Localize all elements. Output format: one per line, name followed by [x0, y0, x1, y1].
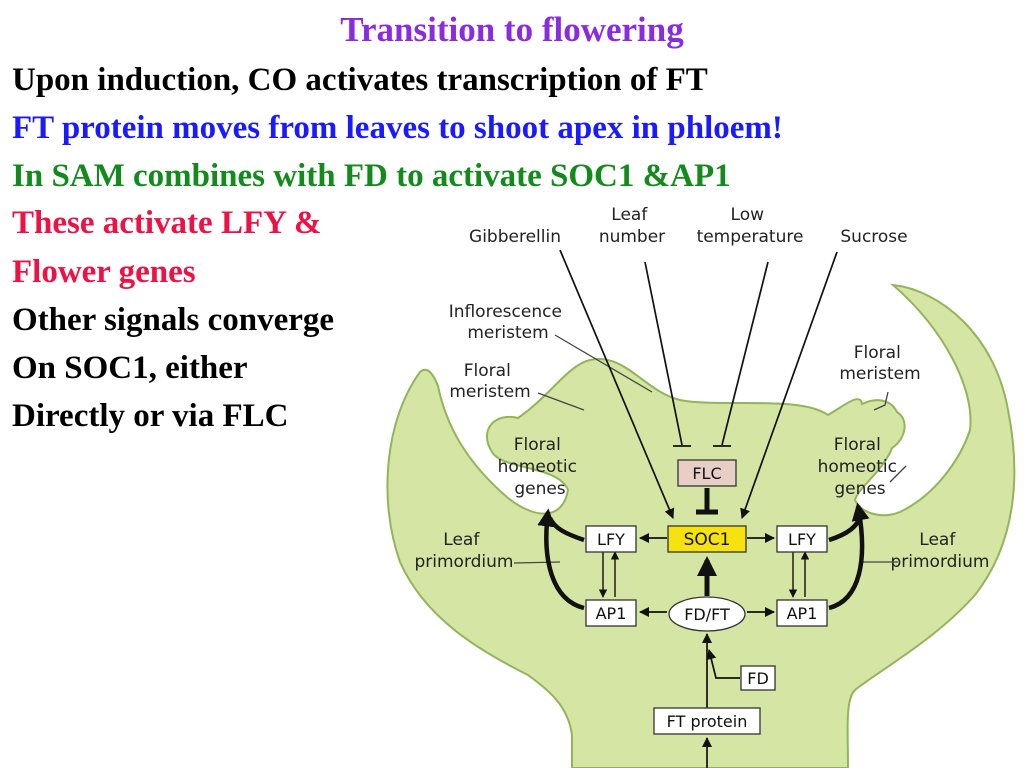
- box-fd: FD: [740, 665, 776, 691]
- text-line-3: In SAM combines with FD to activate SOC1…: [12, 158, 731, 194]
- signal-low-temperature: Low temperature: [697, 205, 804, 247]
- svg-text:LFY: LFY: [788, 530, 816, 549]
- label-leaf-primordium-left: Leaf primordium: [414, 530, 513, 572]
- svg-text:FT protein: FT protein: [667, 712, 748, 731]
- text-line-1: Upon induction, CO activates transcripti…: [12, 62, 708, 98]
- label-floral-homeotic-right: Floral homeotic genes: [818, 435, 903, 499]
- signal-gibberellin: Gibberellin: [469, 227, 561, 247]
- label-floral-homeotic-left: Floral homeotic genes: [498, 435, 583, 499]
- signal-sucrose: Sucrose: [840, 227, 907, 247]
- leader-lines: [513, 334, 907, 564]
- text-line-8: Directly or via FLC: [12, 398, 289, 434]
- box-lfy-right: LFY: [776, 525, 828, 553]
- box-ft-protein: FT protein: [653, 707, 761, 735]
- box-ap1-right: AP1: [776, 599, 828, 627]
- signal-arrows: [559, 249, 838, 519]
- flc-inhibits-soc1: [696, 488, 718, 515]
- text-line-5: Flower genes: [12, 254, 196, 290]
- gibberellin-arrow: [559, 249, 675, 519]
- ellipse-fd-ft: FD/FT: [668, 596, 746, 632]
- box-flc: FLC: [677, 459, 737, 487]
- core-arrows: [638, 532, 776, 768]
- label-leaf-primordium-right: Leaf primordium: [890, 530, 989, 572]
- box-soc1: SOC1: [667, 525, 747, 553]
- box-lfy-left: LFY: [585, 525, 637, 553]
- svg-text:SOC1: SOC1: [684, 530, 731, 550]
- low-temperature-inhibition: [721, 261, 769, 446]
- lfy-ap1-arrows: [598, 551, 810, 598]
- label-floral-meristem-left: Floral meristem: [449, 361, 530, 402]
- homeotic-curved-arrows: [537, 502, 870, 611]
- sucrose-arrow: [740, 251, 838, 519]
- svg-text:FLC: FLC: [692, 464, 721, 483]
- text-line-7: On SOC1, either: [12, 350, 248, 386]
- text-line-4: These activate LFY &: [12, 205, 322, 241]
- label-floral-meristem-right: Floral meristem: [839, 343, 920, 384]
- label-inflorescence-meristem: Inflorescence meristem: [449, 302, 568, 343]
- text-line-6: Other signals converge: [12, 302, 335, 338]
- svg-text:LFY: LFY: [597, 530, 625, 549]
- signal-leaf-number: Leaf number: [599, 205, 665, 247]
- svg-text:AP1: AP1: [787, 604, 818, 623]
- text-line-2: FT protein moves from leaves to shoot ap…: [12, 110, 783, 146]
- svg-text:AP1: AP1: [596, 604, 627, 623]
- svg-text:FD/FT: FD/FT: [684, 605, 730, 624]
- slide-title: Transition to flowering: [340, 10, 684, 49]
- leaf-number-inhibition: [644, 261, 683, 446]
- box-ap1-left: AP1: [585, 599, 637, 627]
- svg-text:FD: FD: [747, 669, 769, 688]
